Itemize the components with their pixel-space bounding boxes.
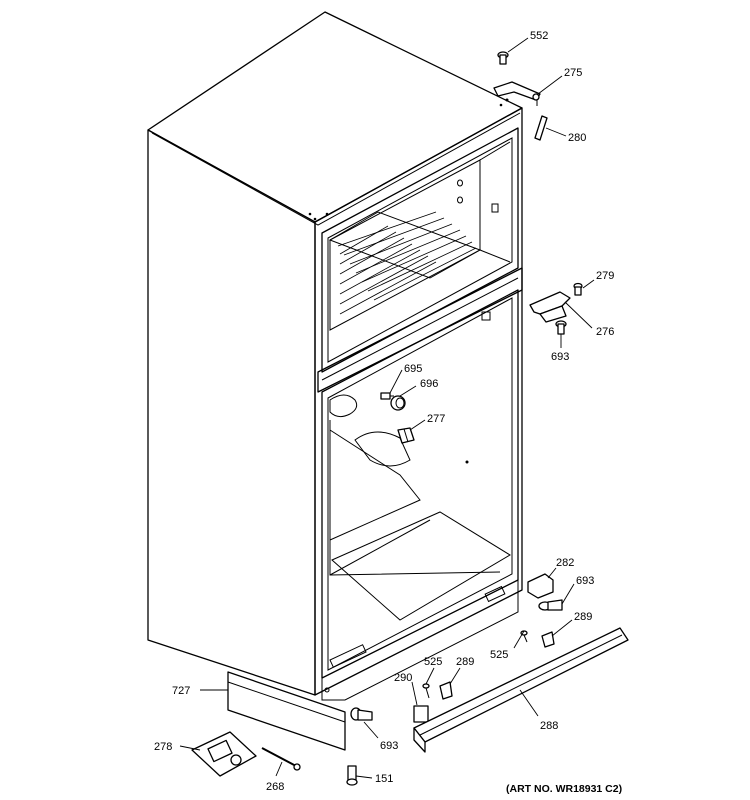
bracket-282: [527, 573, 554, 599]
screw-151: [346, 765, 358, 786]
hinge-290: [413, 705, 429, 723]
plug-696: [390, 395, 406, 411]
part-label-695: 695: [404, 363, 422, 375]
part-label-151: 151: [375, 773, 393, 785]
part-label-693-center: 693: [551, 351, 569, 363]
clip-289-left: [439, 681, 453, 700]
mullion: [317, 267, 523, 393]
center-hinge-276: [529, 291, 571, 323]
leader-lines: [179, 37, 595, 779]
part-label-693-right: 693: [576, 575, 594, 587]
part-label-278: 278: [154, 741, 172, 753]
part-label-525-left: 525: [424, 656, 442, 668]
base-plate-727: [227, 671, 346, 751]
cap-277: [397, 427, 415, 444]
roller-assembly-278: [191, 731, 257, 777]
top-hinge-screw-552: [497, 51, 509, 65]
part-label-693-bottom: 693: [380, 740, 398, 752]
part-label-525-right: 525: [490, 649, 508, 661]
screw-695: [380, 392, 394, 400]
top-hinge-275: [493, 81, 541, 106]
art-number: (ART NO. WR18931 C2): [506, 783, 622, 795]
part-label-696: 696: [420, 378, 438, 390]
part-label-282: 282: [556, 557, 574, 569]
screw-693-center: [555, 320, 567, 335]
part-label-268: 268: [266, 781, 284, 793]
center-hinge-pin-279: [573, 282, 583, 296]
part-label-279: 279: [596, 270, 614, 282]
screw-693-right: [538, 599, 563, 611]
part-label-289-left: 289: [456, 656, 474, 668]
screw-693-bottom: [350, 707, 373, 721]
part-label-275: 275: [564, 67, 582, 79]
part-label-288: 288: [540, 720, 558, 732]
part-label-276: 276: [596, 326, 614, 338]
fresh-food-compartment: [321, 289, 519, 701]
part-labels: 552 275 280 279 276 693 695 696 277 282 …: [154, 30, 614, 793]
hinge-pin-280: [534, 115, 548, 141]
screw-525-right: [520, 630, 528, 643]
part-label-290: 290: [394, 672, 412, 684]
part-label-727: 727: [172, 685, 190, 697]
cabinet-body: [147, 11, 523, 696]
freezer-compartment: [321, 127, 519, 373]
clip-289-right: [541, 631, 555, 648]
part-label-280: 280: [568, 132, 586, 144]
leveling-rod-268: [261, 747, 301, 771]
part-label-277: 277: [427, 413, 445, 425]
toe-grille-288: [413, 627, 629, 753]
part-label-552: 552: [530, 30, 548, 42]
screw-525-left: [422, 683, 430, 699]
part-label-289-right: 289: [574, 611, 592, 623]
